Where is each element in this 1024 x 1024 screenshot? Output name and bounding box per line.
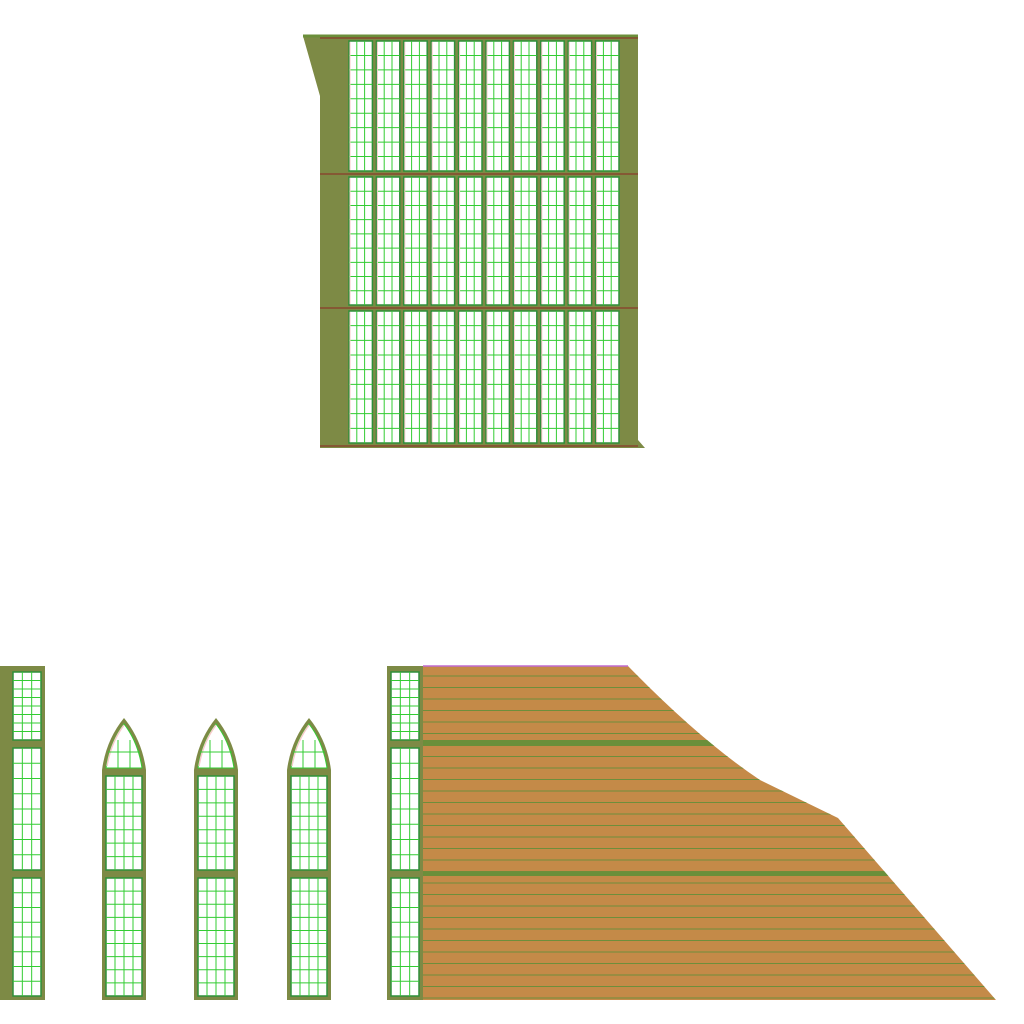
greenhouse-glass-wall <box>303 34 645 448</box>
plank-body <box>423 666 996 1000</box>
panel-cell-glass <box>485 40 511 172</box>
panel-cell-glass <box>540 40 565 172</box>
panel-cell-glass <box>594 40 620 172</box>
arched-window <box>287 718 331 1000</box>
panel-cell-glass <box>403 176 428 306</box>
arch-tint <box>106 724 125 767</box>
panel-cell-glass <box>430 40 456 172</box>
panel-cell-glass <box>375 40 401 172</box>
panel-cell-glass <box>594 176 620 306</box>
arched-windows-group <box>102 718 331 1000</box>
panel-cell-glass <box>567 40 593 172</box>
panel-cell-glass <box>485 176 511 306</box>
panel-cell-glass <box>457 310 483 444</box>
arch-glass <box>197 723 235 769</box>
panel-cell-glass <box>540 310 565 444</box>
panel-cell-glass <box>512 176 538 306</box>
arch-glass <box>290 723 328 769</box>
side-glass-strip <box>0 666 45 1000</box>
arched-window <box>102 718 146 1000</box>
arch-tint <box>291 724 310 767</box>
panel-cell-glass <box>403 310 428 444</box>
sloped-wood-wall <box>387 665 996 1000</box>
arch-glass <box>105 723 143 769</box>
panel-cell-glass <box>430 310 456 444</box>
panel-cell-glass <box>348 40 374 172</box>
panel-cell-glass <box>430 176 456 306</box>
panel-cell-glass <box>567 176 593 306</box>
panel-cell-glass <box>348 176 374 306</box>
panel-cell-glass <box>375 176 401 306</box>
panel-cell-glass <box>403 40 428 172</box>
panel-cell-glass <box>540 176 565 306</box>
panel-cell-glass <box>512 310 538 444</box>
panel-cell-glass <box>348 310 374 444</box>
panel-cell-glass <box>512 40 538 172</box>
arched-window <box>194 718 238 1000</box>
panel-cell-glass <box>485 310 511 444</box>
panel-cell-glass <box>567 310 593 444</box>
panel-cell-glass <box>594 310 620 444</box>
panel-cell-glass <box>457 40 483 172</box>
plank-lines <box>423 675 996 999</box>
plank-band <box>423 872 996 876</box>
panel-cell-glass <box>375 310 401 444</box>
arch-tint <box>198 724 217 767</box>
panel-cell-glass <box>457 176 483 306</box>
plank-band <box>423 740 996 746</box>
